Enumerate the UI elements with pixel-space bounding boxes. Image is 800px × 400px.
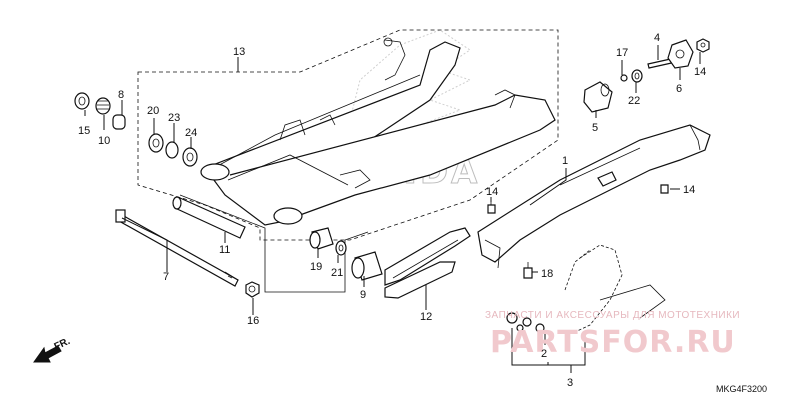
drive-chain (564, 244, 666, 333)
bolt-14-right (660, 184, 669, 194)
seal-21 (148, 133, 164, 153)
part-label-16: 15 (78, 125, 90, 137)
watermark: ЗАПЧАСТИ И АКСЕССУАРЫ ДЛЯ МОТОТЕХНИКИ PA… (485, 310, 740, 360)
bolt-19 (523, 262, 533, 279)
part-label-25: 24 (185, 127, 197, 139)
bearing-24 (165, 141, 179, 159)
part-label-24: 23 (168, 112, 180, 124)
part-label-6: 6 (676, 83, 682, 95)
washer-22 (335, 240, 347, 256)
part-label-20: 19 (310, 261, 322, 273)
assembly-13-outline (137, 29, 559, 241)
front-direction-indicator: FR. (33, 336, 72, 363)
part-label-12: 12 (420, 311, 432, 323)
pivot-collar-8 (112, 114, 126, 130)
pivot-seal-16 (74, 92, 90, 110)
collar-9 (351, 251, 383, 281)
part-label-14-right: 14 (683, 184, 695, 196)
adjuster-plate-6 (667, 39, 694, 69)
washer-23 (631, 69, 643, 83)
part-label-8: 8 (118, 89, 124, 101)
watermark-site: PARTSFOR.RU (490, 325, 736, 360)
adjuster-collar-5 (583, 81, 613, 113)
part-label-23: 22 (628, 95, 640, 107)
part-label-22: 21 (331, 267, 343, 279)
part-label-17: 16 (247, 315, 259, 327)
bearing-25 (182, 147, 198, 167)
leader-lines (84, 45, 701, 373)
front-arrow-icon (33, 345, 62, 363)
part-label-9: 9 (360, 289, 366, 301)
watermark-tagline: ЗАПЧАСТИ И АКСЕССУАРЫ ДЛЯ МОТОТЕХНИКИ (485, 310, 740, 321)
part-label-7: 7 (163, 271, 169, 283)
part-label-13: 13 (233, 46, 245, 58)
diagram-code: MKG4F3200 (716, 384, 767, 394)
pivot-bearing-10 (95, 97, 111, 115)
part-label-10: 10 (98, 135, 110, 147)
part-number-labels: 13 8 15 10 20 23 24 11 7 16 19 21 9 12 1… (78, 32, 706, 389)
part-label-21: 20 (147, 105, 159, 117)
part-label-19: 18 (541, 268, 553, 280)
part-label-3: 3 (567, 377, 573, 389)
part-label-11: 11 (219, 244, 230, 256)
part-label-4: 4 (654, 32, 660, 44)
fastener-set-2 (506, 312, 545, 333)
part-label-2: 2 (541, 348, 547, 360)
part-label-15: 14 (694, 66, 706, 78)
assembly-lower-bracket (179, 194, 369, 293)
pivot-collar-11 (172, 196, 246, 239)
part-label-1: 1 (562, 155, 568, 167)
swingarm (200, 37, 556, 226)
part-label-18: 17 (616, 47, 628, 59)
collar-20 (309, 227, 334, 250)
chain-slider-12 (384, 227, 471, 299)
part-label-14-lower: 14 (486, 186, 498, 198)
front-direction-label: FR. (53, 336, 72, 353)
bolt-14-lower (487, 200, 496, 214)
pivot-bolt-7 (115, 209, 239, 287)
part-label-5: 5 (592, 122, 598, 134)
nut-15 (696, 38, 710, 53)
pivot-nut-17 (245, 281, 260, 298)
ring-18 (620, 74, 628, 82)
chain-case-1 (477, 124, 711, 269)
